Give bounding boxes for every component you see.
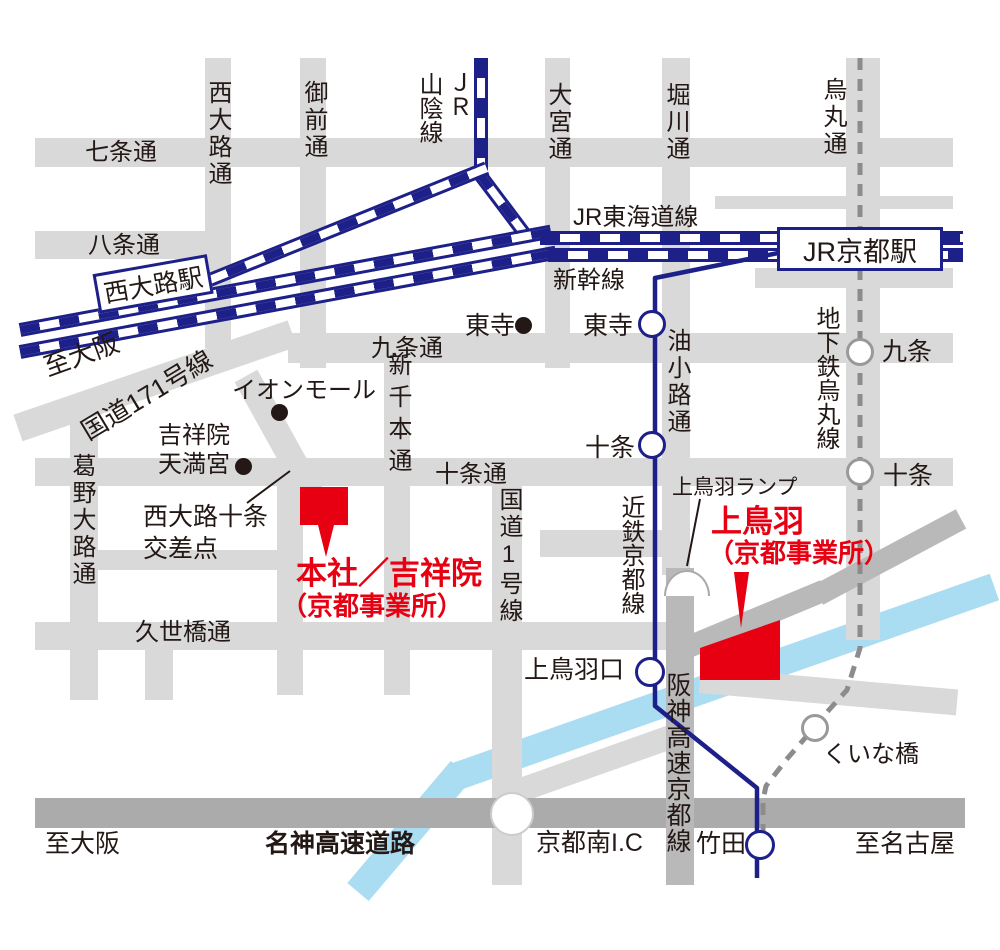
label-kosaten-line1: 西大路十条 — [143, 503, 269, 531]
label-kamitoba-title: 上鳥羽 — [711, 504, 804, 539]
label-aburanokoji-dori: 油小路通 — [663, 328, 690, 436]
label-honsha-title: 本社／吉祥院 — [296, 556, 482, 591]
tenmangu-dot — [235, 458, 252, 475]
label-kamitobaguchi-station: 上鳥羽口 — [524, 656, 625, 684]
label-subway-karasuma-line: 地下鉄烏丸線 — [812, 306, 839, 450]
label-to-nagoya: 至名古屋 — [855, 830, 956, 858]
label-nishioji-dori: 西大路通 — [204, 80, 231, 188]
road-stub-south — [145, 648, 173, 700]
label-kintetsu-kyoto-line: 近鉄京都線 — [617, 495, 644, 615]
road-kamitoba-east-west — [540, 530, 668, 557]
road-nishioji-south — [277, 472, 303, 695]
road-onmae — [300, 58, 326, 368]
label-kuinabashi-station: くいな橋 — [823, 741, 919, 768]
label-shinkansen: 新幹線 — [553, 267, 625, 294]
road-shiokoji-thin — [715, 196, 953, 209]
road-kuzebashi — [35, 622, 692, 650]
station-circle-jujo-subway — [846, 458, 874, 486]
toji-temple-dot — [515, 317, 532, 334]
station-circle-kujo-subway — [846, 338, 874, 366]
label-kokudo1: 国道1号線 — [495, 487, 522, 625]
road-omiya — [545, 58, 570, 368]
label-karasuma-dori: 烏丸通 — [819, 77, 846, 158]
label-kosaten-line2: 交差点 — [143, 535, 219, 563]
road-shichijo — [35, 138, 953, 167]
label-omiya-dori: 大宮通 — [544, 82, 571, 163]
label-kyotominami-ic: 京都南I.C — [536, 829, 643, 857]
aeon-mall-dot — [271, 404, 288, 421]
road-shinsenbon — [384, 345, 410, 695]
label-to-osaka-road: 至大阪 — [45, 830, 121, 858]
label-hachijo: 八条通 — [88, 232, 160, 259]
road-kuinabashi-east — [698, 667, 959, 716]
label-hanshin-expressway: 阪神高速京都線 — [663, 672, 691, 854]
label-kujo-subway-station: 九条 — [882, 338, 933, 366]
label-jr-tokaido-line: JR東海道線 — [573, 204, 699, 231]
label-meishin-expressway: 名神高速道路 — [265, 830, 416, 858]
label-honsha-subtitle: （京都事業所） — [281, 591, 464, 621]
label-shichijo: 七条通 — [85, 139, 157, 166]
label-jujo-subway-station: 十条 — [883, 462, 934, 490]
road-hachijo-west — [35, 231, 220, 259]
interchange-circle-kyotominami — [490, 792, 534, 836]
label-kuzebashi: 久世橋通 — [135, 619, 231, 646]
label-toji-temple: 東寺 — [465, 312, 516, 340]
station-circle-takeda — [745, 830, 775, 860]
label-takeda-station: 竹田 — [696, 830, 747, 858]
label-onmae-dori: 御前通 — [300, 80, 327, 161]
road-kadono-oji — [70, 420, 98, 700]
label-kamitoba-ramp: 上鳥羽ランプ — [672, 476, 798, 499]
label-shinsenbon-dori: 新千本通 — [384, 352, 411, 480]
label-horikawa-dori: 堀川通 — [662, 82, 689, 163]
jr-sanin-line-band — [474, 58, 488, 172]
label-sanin-line: 山陰線 — [415, 72, 442, 144]
station-circle-toji — [638, 310, 666, 338]
label-aeon-mall: イオンモール — [232, 377, 376, 404]
label-tenmangu-line1: 吉祥院 — [158, 422, 230, 449]
station-circle-kamitobaguchi — [635, 657, 665, 687]
kyoto-station-label: JR京都駅 — [803, 236, 917, 267]
jr-sanin-bend-band — [472, 167, 531, 239]
station-circle-jujo-kintetsu — [638, 431, 666, 459]
station-circle-kuinabashi — [801, 714, 829, 742]
road-kosaten-short — [72, 550, 300, 570]
label-kujo-dori: 九条通 — [371, 335, 443, 362]
label-jr-prefix-sanin: ＪＲ — [444, 70, 471, 118]
label-jujo-kintetsu-station: 十条 — [585, 434, 636, 462]
kyoto-station-box: JR京都駅 — [777, 227, 943, 271]
label-kadono-oji-dori: 葛野大路通 — [68, 453, 95, 588]
label-kamitoba-subtitle: （京都事業所） — [708, 538, 891, 568]
label-toji-station: 東寺 — [583, 312, 634, 340]
label-jujo-dori: 十条通 — [435, 461, 507, 488]
label-tenmangu-line2: 天満宮 — [158, 451, 230, 478]
honsha-pointer-triangle — [318, 525, 334, 557]
